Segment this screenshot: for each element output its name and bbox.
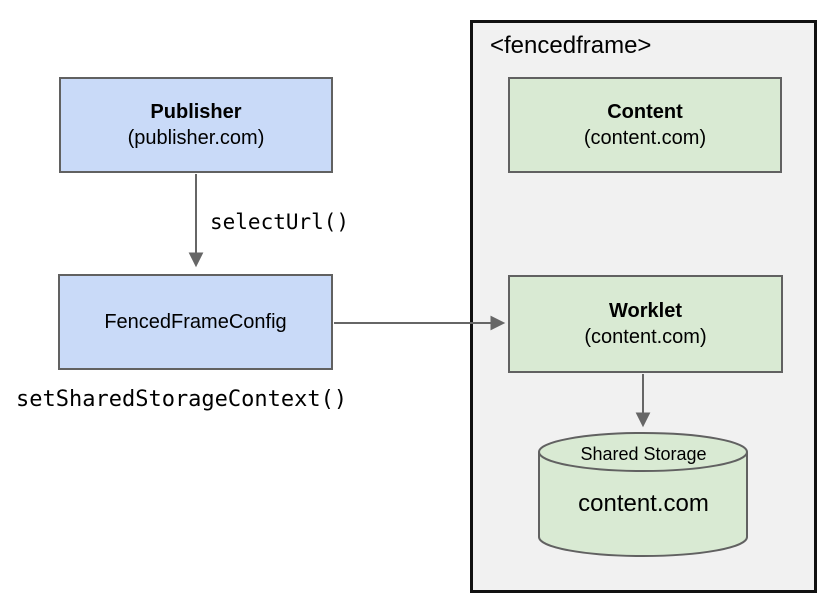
selecturl-label: selectUrl() [210, 210, 350, 234]
publisher-box: Publisher (publisher.com) [59, 77, 333, 173]
publisher-subtitle: (publisher.com) [127, 127, 265, 149]
worklet-subtitle: (content.com) [584, 326, 707, 348]
content-subtitle: (content.com) [583, 127, 707, 149]
fencedframeconfig-title: FencedFrameConfig [104, 311, 287, 333]
fencedframe-tag-label: <fencedframe> [490, 32, 652, 59]
publisher-title: Publisher [150, 101, 242, 123]
shared-storage-cylinder-body [538, 452, 748, 557]
shared-storage-origin: content.com [578, 490, 709, 517]
shared-storage-cylinder-top [538, 432, 748, 472]
content-box: Content (content.com) [508, 77, 782, 173]
fencedframeconfig-box: FencedFrameConfig [58, 274, 333, 370]
content-title: Content [607, 101, 683, 123]
worklet-title: Worklet [609, 300, 682, 322]
setsharedstoragecontext-label: setSharedStorageContext() [16, 387, 348, 412]
shared-storage-label: Shared Storage [580, 444, 707, 464]
worklet-box: Worklet (content.com) [508, 275, 783, 373]
